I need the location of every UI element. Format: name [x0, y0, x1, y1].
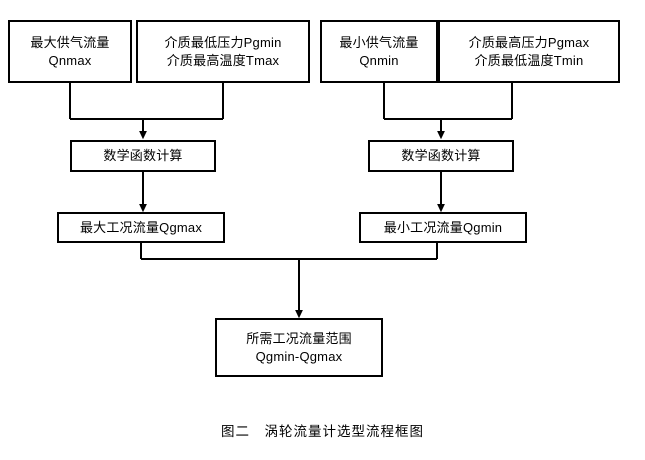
- node-min-supply-flow-line1: 最小供气流量: [339, 34, 419, 50]
- node-min-supply-flow: 最小供气流量 Qnmin: [320, 20, 438, 83]
- node-medium-max-pressure-min-temp: 介质最高压力Pgmax 介质最低温度Tmin: [438, 20, 620, 83]
- node-medium-min-pressure-max-temp: 介质最低压力Pgmin 介质最高温度Tmax: [136, 20, 310, 83]
- node-max-supply-flow: 最大供气流量 Qnmax: [8, 20, 132, 83]
- node-min-working-flow: 最小工况流量Qgmin: [359, 212, 527, 243]
- node-math-calc-right-label: 数学函数计算: [401, 148, 481, 164]
- node-math-calc-left: 数学函数计算: [70, 140, 216, 172]
- node-min-supply-flow-line2: Qnmin: [359, 52, 399, 68]
- node-math-calc-right: 数学函数计算: [368, 140, 514, 172]
- node-medium-min-pressure-line: 介质最低压力Pgmin: [164, 34, 282, 50]
- node-medium-min-temp-line: 介质最低温度Tmin: [474, 52, 584, 68]
- node-min-working-flow-label: 最小工况流量Qgmin: [383, 219, 503, 235]
- node-required-flow-range-line1: 所需工况流量范围: [246, 330, 352, 346]
- node-medium-max-pressure-line: 介质最高压力Pgmax: [468, 34, 590, 50]
- node-math-calc-left-label: 数学函数计算: [103, 148, 183, 164]
- node-required-flow-range: 所需工况流量范围 Qgmin-Qgmax: [215, 318, 383, 377]
- node-max-supply-flow-line2: Qnmax: [48, 52, 92, 68]
- figure-caption: 图二 涡轮流量计选型流程框图: [221, 424, 424, 439]
- node-required-flow-range-line2: Qgmin-Qgmax: [255, 348, 343, 364]
- node-max-working-flow-label: 最大工况流量Qgmax: [79, 219, 203, 235]
- node-max-supply-flow-line1: 最大供气流量: [30, 34, 110, 50]
- node-medium-max-temp-line: 介质最高温度Tmax: [166, 52, 280, 68]
- node-max-working-flow: 最大工况流量Qgmax: [57, 212, 225, 243]
